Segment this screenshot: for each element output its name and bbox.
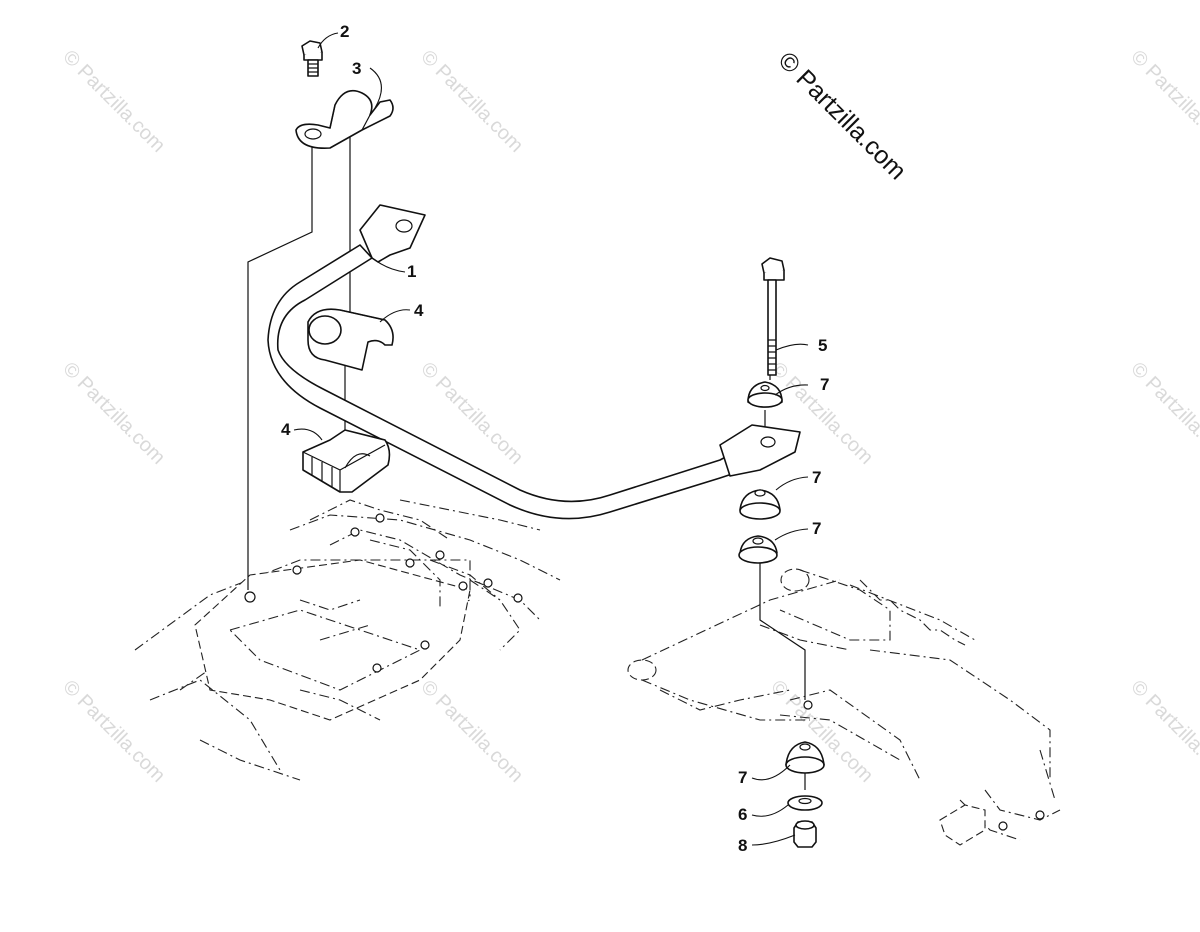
copyright-text: © Partzilla.com <box>773 46 912 185</box>
watermark: © Partzilla.com <box>58 46 169 157</box>
stabilizer-clamp <box>295 89 394 149</box>
callout-label: 7 <box>812 468 821 487</box>
watermark: © Partzilla.com <box>58 358 169 469</box>
link-bolt <box>761 257 785 376</box>
leader-lines <box>293 32 809 846</box>
callout-label: 7 <box>820 375 829 394</box>
washer <box>787 795 823 811</box>
callout-labels: 2 3 1 4 4 5 7 7 7 7 6 8 <box>281 22 829 855</box>
watermark: © Partzilla.com <box>416 676 527 787</box>
callout-label: 4 <box>414 301 424 320</box>
bushing-lower <box>302 429 391 493</box>
watermark: © Partzilla.com <box>416 46 527 157</box>
grommet-middle <box>739 489 781 520</box>
callout-label: 7 <box>812 519 821 538</box>
frame-crossmember <box>134 499 561 781</box>
lock-nut <box>793 820 817 848</box>
callout-label: 8 <box>738 836 747 855</box>
watermark: © Partzilla.com <box>58 676 169 787</box>
callout-label: 6 <box>738 805 747 824</box>
watermark: © Partzilla.com <box>1126 676 1200 787</box>
callout-label: 3 <box>352 59 361 78</box>
watermark: © Partzilla.com <box>1126 46 1200 157</box>
frame-mount-hole <box>244 591 256 603</box>
grommet-lower <box>738 535 778 564</box>
bushing-upper <box>307 308 394 371</box>
clamp-bolt <box>301 40 323 77</box>
watermark: © Partzilla.com <box>1126 358 1200 469</box>
callout-label: 7 <box>738 768 747 787</box>
grommet-upper <box>747 381 783 408</box>
callout-label: 4 <box>281 420 291 439</box>
watermark: © Partzilla.com <box>766 676 877 787</box>
callout-label: 1 <box>407 262 416 281</box>
callout-label: 2 <box>340 22 349 41</box>
stabilizer-bar <box>267 204 801 520</box>
grommet-bottom <box>785 741 825 774</box>
callout-label: 5 <box>818 336 827 355</box>
a-arm <box>627 568 1061 846</box>
